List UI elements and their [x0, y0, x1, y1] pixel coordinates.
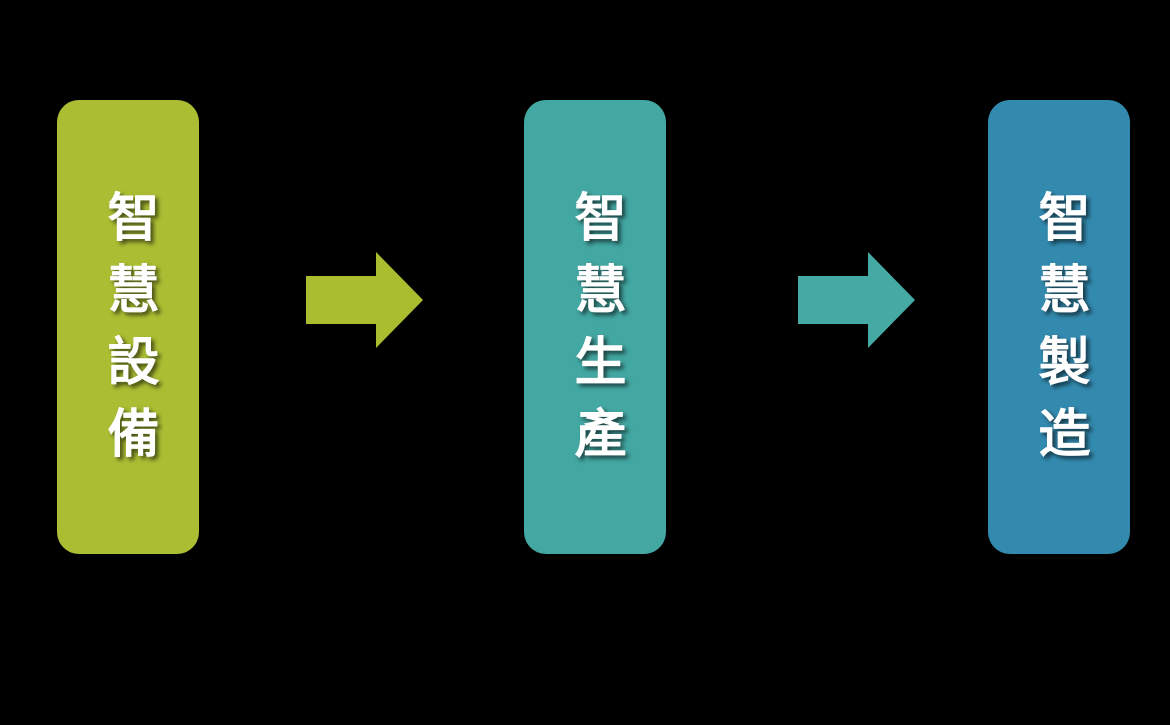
- arrow-shape-1: [306, 252, 423, 348]
- arrow-polygon-2: [798, 252, 915, 348]
- step-label-smart-production: 智慧生產: [565, 190, 625, 478]
- step-label-smart-equipment: 智慧設備: [98, 190, 158, 478]
- step-box-smart-equipment: 智慧設備: [57, 100, 199, 554]
- step-label-smart-manufacturing: 智慧製造: [1029, 190, 1089, 478]
- arrow-polygon-1: [306, 252, 423, 348]
- right-arrow-icon: [306, 252, 424, 348]
- step-box-smart-production: 智慧生產: [524, 100, 666, 554]
- arrow-shape-2: [798, 252, 915, 348]
- step-box-smart-manufacturing: 智慧製造: [988, 100, 1130, 554]
- right-arrow-icon: [798, 252, 916, 348]
